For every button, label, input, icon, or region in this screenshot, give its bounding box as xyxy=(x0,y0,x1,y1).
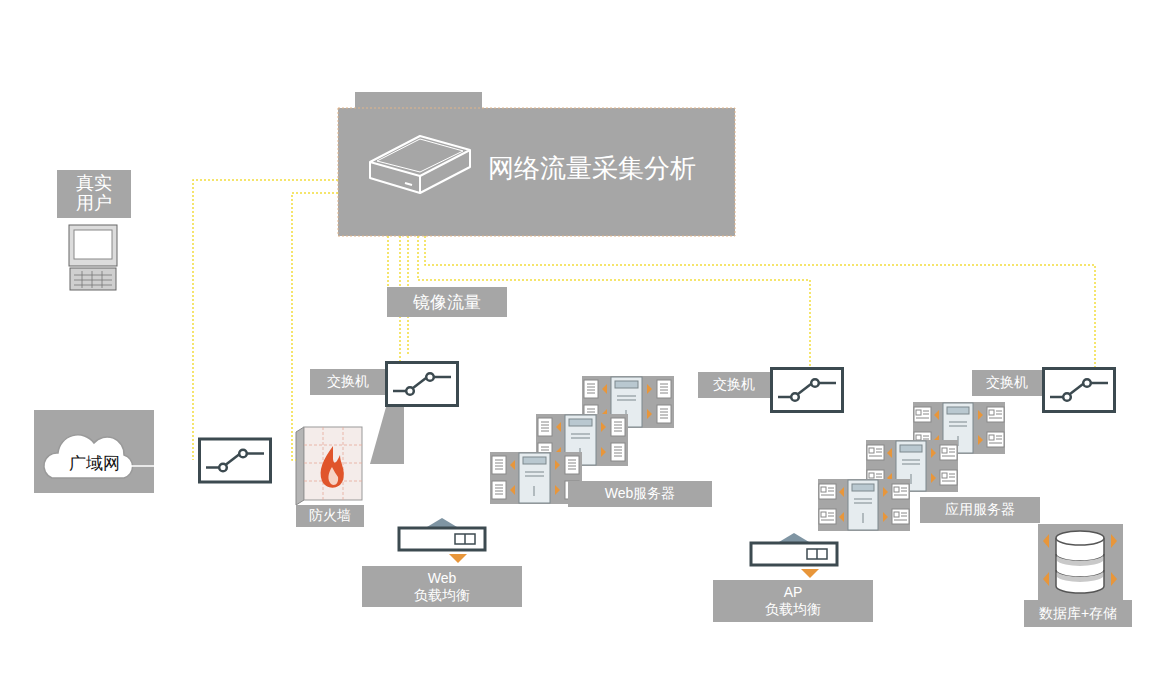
web-server-group: Web服务器 xyxy=(490,376,712,507)
switch: 交换机 xyxy=(972,367,1116,413)
node-label: 交换机 xyxy=(310,369,385,395)
mirror-wire xyxy=(425,236,1095,367)
node-label: Web服务器 xyxy=(568,481,712,507)
node-label: 交换机 xyxy=(698,372,770,398)
app-server-group: 应用服务器 xyxy=(818,402,1040,523)
analysis-box: 网络流量采集分析 xyxy=(338,108,735,236)
node-label: 广域网 xyxy=(54,450,134,477)
node-label: 网络流量采集分析 xyxy=(488,138,728,198)
node-label: Web 负载均衡 xyxy=(362,566,522,607)
node-label: 防火墙 xyxy=(296,505,364,527)
firewall: 防火墙 xyxy=(296,425,366,527)
node-label: 真实用户 xyxy=(57,170,131,218)
node-label: AP 负载均衡 xyxy=(713,580,873,622)
ap-load-balancer: AP 负载均衡 xyxy=(713,532,873,622)
node-label: 交换机 xyxy=(972,370,1042,396)
database-storage: 数据库+存储 xyxy=(1024,524,1132,627)
node-label: 数据库+存储 xyxy=(1024,600,1132,627)
node-label: 应用服务器 xyxy=(920,497,1040,523)
web-load-balancer: Web 负载均衡 xyxy=(362,517,522,607)
mirror-wire xyxy=(292,193,338,460)
switch: 交换机 xyxy=(310,361,459,407)
wan-cloud: 广域网 xyxy=(34,410,154,493)
switch: 交换机 xyxy=(698,367,844,413)
mirror-label: 镜像流量 xyxy=(387,287,507,317)
user-label-box: 真实用户 xyxy=(57,170,131,218)
